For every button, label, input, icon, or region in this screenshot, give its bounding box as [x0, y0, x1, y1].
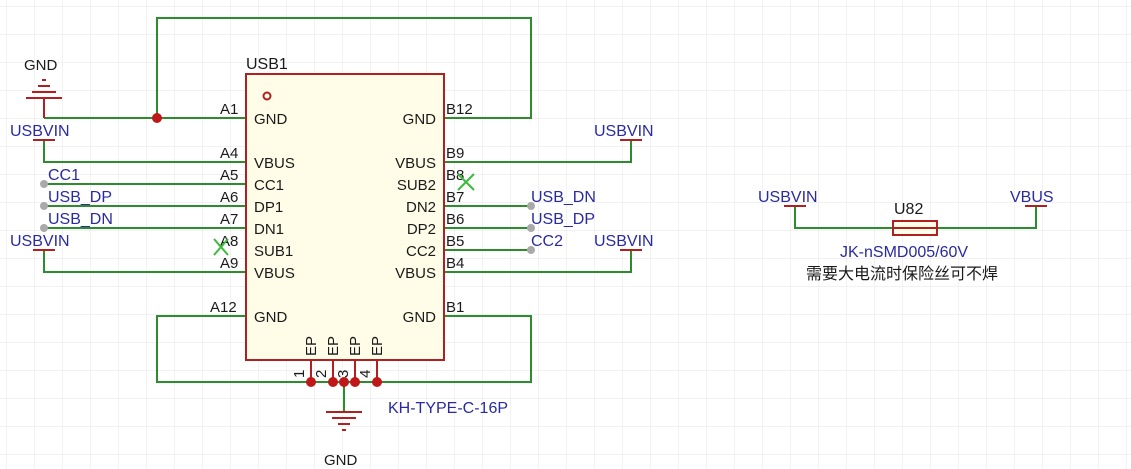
fuse-in-label: USBVIN	[758, 189, 818, 206]
net-label-cc1[interactable]: CC1	[48, 167, 80, 184]
pin-name-B7: DN2	[406, 199, 436, 216]
usb-connector-body[interactable]	[245, 73, 445, 361]
no-connect-icon-A8	[213, 238, 229, 256]
pin-name-EP2: EP	[325, 336, 342, 356]
usb-designator: USB1	[246, 56, 288, 73]
usbvin-symbol-left-top[interactable]: USBVIN	[10, 123, 70, 141]
pin-num-A6: A6	[220, 189, 238, 206]
pin-name-A12: GND	[254, 309, 288, 326]
pin-num-EP4: 4	[357, 370, 374, 378]
pin-name-B1: GND	[403, 309, 437, 326]
net-label-usb-dn-right[interactable]: USB_DN	[531, 189, 596, 206]
net-label-usb-dn-left[interactable]: USB_DN	[48, 211, 113, 228]
gnd-symbol-bottom[interactable]: GND	[324, 411, 362, 469]
pin-name-B5: CC2	[406, 243, 436, 260]
usbvin-right-top-label: USBVIN	[594, 123, 654, 140]
wires	[43, 17, 1037, 412]
fuse-designator: U82	[894, 201, 923, 218]
usbvin-right-bottom-label: USBVIN	[594, 233, 654, 250]
gnd-bottom-label: GND	[324, 452, 358, 469]
pin-num-B7: B7	[446, 189, 464, 206]
no-connect-icon-B8	[457, 173, 475, 191]
pin-num-B8: B8	[446, 167, 464, 184]
pin-num-A8: A8	[220, 233, 238, 250]
pin-num-B1: B1	[446, 299, 464, 316]
pin-name-B12: GND	[403, 111, 437, 128]
pin-num-B6: B6	[446, 211, 464, 228]
pin-name-EP4: EP	[369, 336, 386, 356]
pin-name-EP3: EP	[347, 336, 364, 356]
usb-connector-component[interactable]: USB1 KH-TYPE-C-16P GND VBUS CC1 DP1 DN1 …	[210, 56, 508, 417]
pin-name-B6: DP2	[407, 221, 436, 238]
pin-num-A7: A7	[220, 211, 238, 228]
pin-num-EP1: 1	[291, 370, 308, 378]
usb-part-name: KH-TYPE-C-16P	[388, 400, 508, 417]
net-label-cc2[interactable]: CC2	[531, 233, 563, 250]
fuse-part-name: JK-nSMD005/60V	[840, 244, 968, 261]
pin-name-B4: VBUS	[395, 265, 436, 282]
pin1-marker	[262, 91, 272, 101]
junctions	[152, 113, 382, 387]
pin-name-B9: VBUS	[395, 155, 436, 172]
pin-num-B12: B12	[446, 101, 473, 118]
pin-num-B9: B9	[446, 145, 464, 162]
pin-num-A12: A12	[210, 299, 237, 316]
pin-name-A9: VBUS	[254, 265, 295, 282]
pin-num-A5: A5	[220, 167, 238, 184]
fuse-note: 需要大电流时保险丝可不焊	[806, 265, 998, 283]
net-ports	[40, 180, 535, 254]
fuse-component[interactable]: USBVIN VBUS U82 JK-nSMD005/60V 需要大电流时保险丝…	[758, 189, 1054, 283]
usbvin-left-top-label: USBVIN	[10, 123, 70, 140]
net-label-usb-dp-right[interactable]: USB_DP	[531, 211, 595, 228]
pin-name-A6: DP1	[254, 199, 283, 216]
pin-name-A7: DN1	[254, 221, 284, 238]
fuse-out-label: VBUS	[1010, 189, 1054, 206]
pin-name-A5: CC1	[254, 177, 284, 194]
gnd-top-label: GND	[24, 57, 58, 74]
usbvin-left-bottom-label: USBVIN	[10, 233, 70, 250]
pin-num-A9: A9	[220, 255, 238, 272]
pin-name-A1: GND	[254, 111, 288, 128]
pin-name-EP1: EP	[303, 336, 320, 356]
pin-num-A4: A4	[220, 145, 238, 162]
pin-num-EP3: 3	[335, 370, 352, 378]
pin-name-B8: SUB2	[397, 177, 436, 194]
usbvin-symbol-right-bottom[interactable]: USBVIN	[594, 233, 654, 251]
gnd-symbol-top[interactable]: GND	[24, 57, 62, 118]
usbvin-symbol-right-top[interactable]: USBVIN	[594, 123, 654, 141]
pin-num-B4: B4	[446, 255, 464, 272]
pin-name-A8: SUB1	[254, 243, 293, 260]
pin-num-A1: A1	[220, 101, 238, 118]
net-label-usb-dp-left[interactable]: USB_DP	[48, 189, 112, 206]
pin-num-B5: B5	[446, 233, 464, 250]
pin-name-A4: VBUS	[254, 155, 295, 172]
usbvin-symbol-left-bottom[interactable]: USBVIN	[10, 233, 70, 251]
pin-num-EP2: 2	[313, 370, 330, 378]
